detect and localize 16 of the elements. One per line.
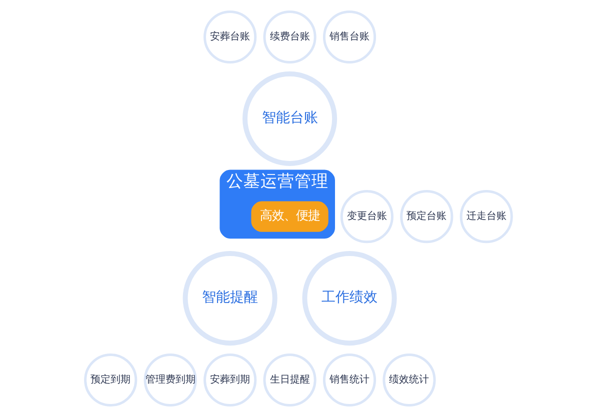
node-circle: 销售台账 — [322, 10, 376, 64]
node-circle: 安葬台账 — [203, 10, 256, 64]
node-circle: 智能提醒 — [182, 251, 277, 346]
node-circle: 销售统计 — [322, 353, 376, 407]
node-circle: 智能台账 — [242, 71, 337, 166]
node-circle: 续费台账 — [262, 10, 316, 64]
node-circle: 预定台账 — [400, 190, 453, 244]
node-box: 高效、便捷 — [250, 201, 328, 232]
node-circle: 变更台账 — [340, 190, 393, 244]
node-circle: 安葬到期 — [203, 353, 256, 407]
node-circle: 预定到期 — [84, 353, 137, 407]
node-circle: 绩效统计 — [382, 353, 436, 407]
node-circle: 迁走台账 — [459, 190, 512, 244]
node-circle: 管理费到期 — [143, 353, 196, 407]
node-circle: 生日提醒 — [262, 353, 316, 407]
node-circle: 工作绩效 — [302, 251, 396, 346]
